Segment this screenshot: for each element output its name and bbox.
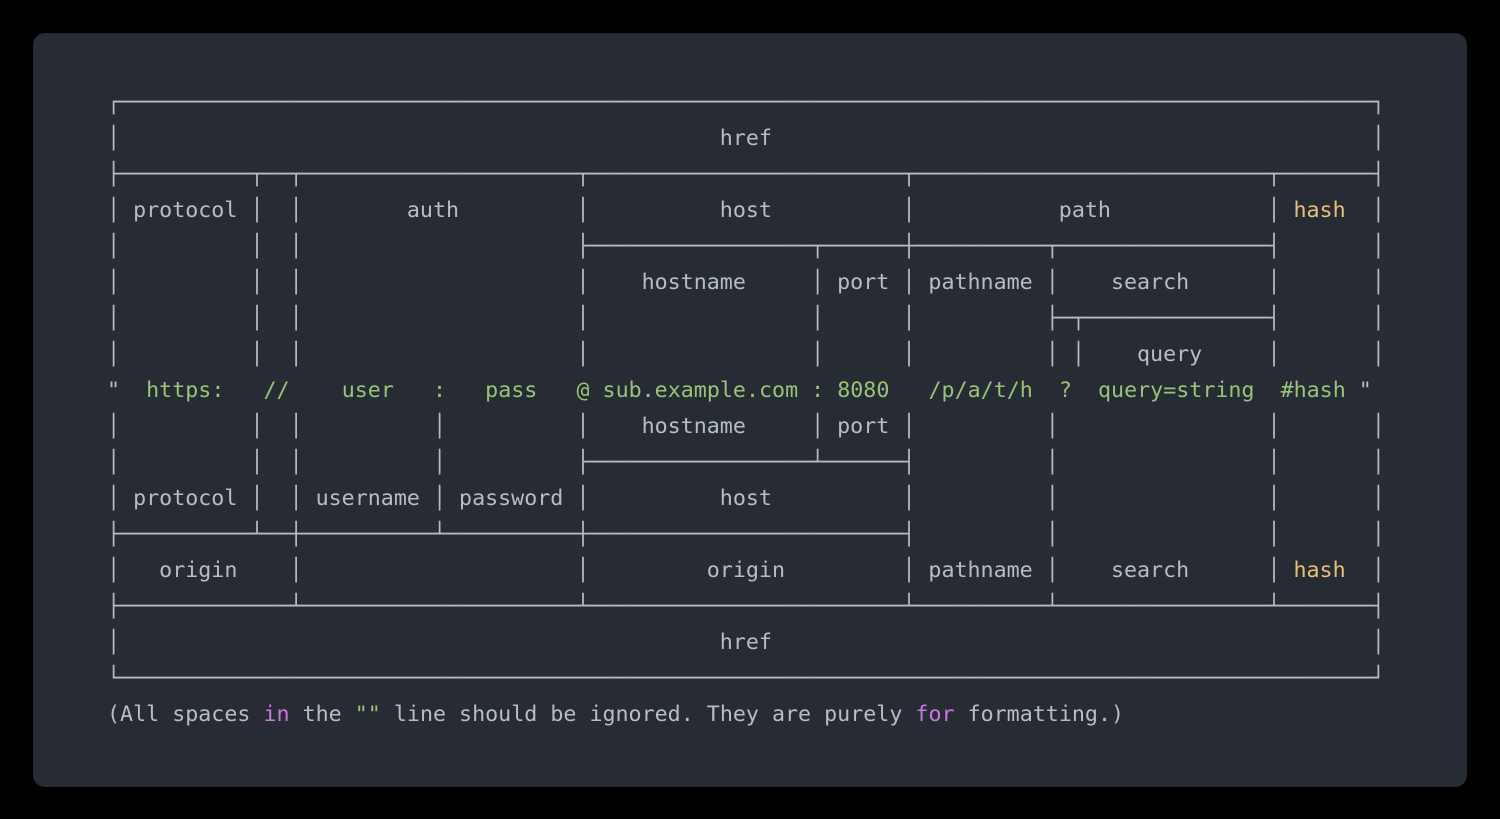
code-block-panel: ┌───────────────────────────────────────… [33,33,1467,787]
href-top-row: │ href │ [107,126,1385,151]
note-row: (All spaces in the "" line should be ign… [107,702,1125,727]
hostname-port-pathname-search-row: │ │ │ │ hostname │ port │ pathname │ sea… [107,270,1385,295]
url-components-diagram: ┌───────────────────────────────────────… [107,85,1385,733]
box-bottom-border: └───────────────────────────────────────… [107,666,1385,691]
query-subdivider: │ │ │ │ │ │ ├─┬──────────────┤ │ [107,306,1385,331]
section-divider-top: ├──────────┬──┬─────────────────────┬───… [107,162,1385,187]
host-merge-divider: │ │ │ │ ├─────────────────┴──────┤ │ │ │ [107,450,1385,475]
href-bottom-row: │ href │ [107,630,1385,655]
labels-row-bottom: │ protocol │ │ username │ password │ hos… [107,486,1385,511]
host-path-subdivider: │ │ │ ├─────────────────┬──────┼────────… [107,234,1385,259]
labels-row-top: │ protocol │ │ auth │ host │ path │ hash… [107,198,1385,223]
url-example-row: " https: // user : pass @ sub.example.co… [107,378,1372,403]
origin-divider: ├──────────┴──┼──────────┴──────────┼───… [107,522,1385,547]
origin-row: │ origin │ │ origin │ pathname │ search … [107,558,1385,583]
hostname-port-row-bottom: │ │ │ │ │ hostname │ port │ │ │ │ [107,414,1385,439]
query-label-row: │ │ │ │ │ │ │ │ query │ │ [107,342,1385,367]
section-divider-bottom: ├─────────────┴─────────────────────┴───… [107,594,1385,619]
box-top-border: ┌───────────────────────────────────────… [107,90,1385,115]
